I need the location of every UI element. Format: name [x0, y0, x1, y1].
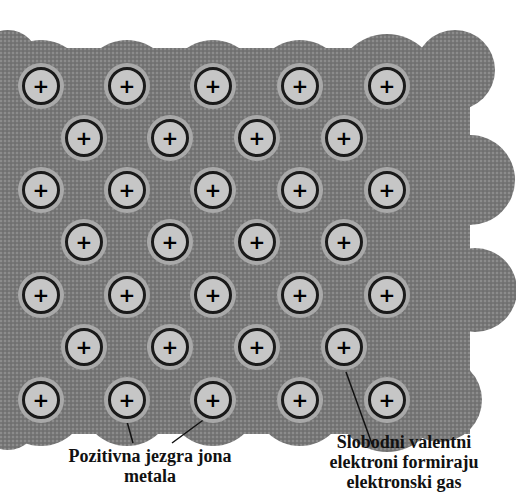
metal-ion-core: +	[108, 381, 146, 419]
charge-sign: +	[249, 337, 266, 357]
metal-ion-core: +	[325, 119, 363, 157]
charge-sign: +	[336, 337, 353, 357]
charge-sign: +	[119, 76, 136, 96]
metal-ion-core: +	[22, 381, 60, 419]
metal-ion-core: +	[238, 328, 276, 366]
gas-lobe	[415, 30, 495, 110]
metal-ion-core: +	[368, 276, 406, 314]
charge-sign: +	[119, 390, 136, 410]
metal-ion-core: +	[281, 276, 319, 314]
metal-ion-core: +	[22, 276, 60, 314]
metal-ion-core: +	[194, 171, 232, 209]
charge-sign: +	[379, 76, 396, 96]
metal-ion-core: +	[108, 67, 146, 105]
metal-ion-core: +	[325, 328, 363, 366]
charge-sign: +	[205, 180, 222, 200]
metal-ion-core: +	[368, 381, 406, 419]
metal-ion-core: +	[238, 119, 276, 157]
charge-sign: +	[162, 128, 179, 148]
gas-lobe	[398, 358, 482, 442]
metal-ion-core: +	[281, 381, 319, 419]
charge-sign: +	[205, 390, 222, 410]
metal-ion-core: +	[65, 119, 103, 157]
charge-sign: +	[76, 128, 93, 148]
metal-ion-core: +	[151, 223, 189, 261]
gas-lobe	[81, 354, 173, 446]
charge-sign: +	[379, 390, 396, 410]
metal-ion-core: +	[194, 67, 232, 105]
electron-gas-region	[0, 30, 516, 452]
charge-sign: +	[249, 128, 266, 148]
charge-sign: +	[205, 285, 222, 305]
charge-sign: +	[33, 76, 50, 96]
charge-sign: +	[292, 76, 309, 96]
metal-ion-core: +	[281, 67, 319, 105]
annotation-label: Slobodni valentni elektroni formiraju el…	[301, 432, 507, 492]
charge-sign: +	[292, 180, 309, 200]
metal-ion-core: +	[65, 328, 103, 366]
metal-ion-core: +	[281, 171, 319, 209]
gas-lobe	[254, 354, 346, 446]
metal-ion-core: +	[368, 67, 406, 105]
metal-ion-core: +	[22, 171, 60, 209]
gas-lobe	[167, 354, 259, 446]
charge-sign: +	[292, 285, 309, 305]
charge-sign: +	[336, 128, 353, 148]
annotation-label: Pozitivna jezgra jona metala	[45, 446, 255, 486]
metal-ion-core: +	[325, 223, 363, 261]
gas-lobe	[433, 248, 516, 332]
leader-line	[172, 418, 206, 443]
charge-sign: +	[249, 232, 266, 252]
charge-sign: +	[119, 285, 136, 305]
metal-ion-core: +	[151, 119, 189, 157]
charge-sign: +	[379, 285, 396, 305]
charge-sign: +	[162, 337, 179, 357]
metal-ion-core: +	[151, 328, 189, 366]
leader-line	[126, 418, 133, 443]
charge-sign: +	[33, 180, 50, 200]
metal-ion-core: +	[238, 223, 276, 261]
charge-sign: +	[33, 390, 50, 410]
gas-lobe	[425, 135, 515, 225]
metal-ion-core: +	[108, 276, 146, 314]
metal-ion-core: +	[108, 171, 146, 209]
metal-ion-core: +	[368, 171, 406, 209]
charge-sign: +	[336, 232, 353, 252]
metal-ion-core: +	[194, 276, 232, 314]
charge-sign: +	[162, 232, 179, 252]
metal-ion-core: +	[194, 381, 232, 419]
charge-sign: +	[292, 390, 309, 410]
charge-sign: +	[76, 337, 93, 357]
charge-sign: +	[76, 232, 93, 252]
leader-lines	[126, 372, 372, 444]
metal-ion-core: +	[65, 223, 103, 261]
charge-sign: +	[379, 180, 396, 200]
charge-sign: +	[33, 285, 50, 305]
charge-sign: +	[119, 180, 136, 200]
charge-sign: +	[205, 76, 222, 96]
metal-ion-core: +	[22, 67, 60, 105]
